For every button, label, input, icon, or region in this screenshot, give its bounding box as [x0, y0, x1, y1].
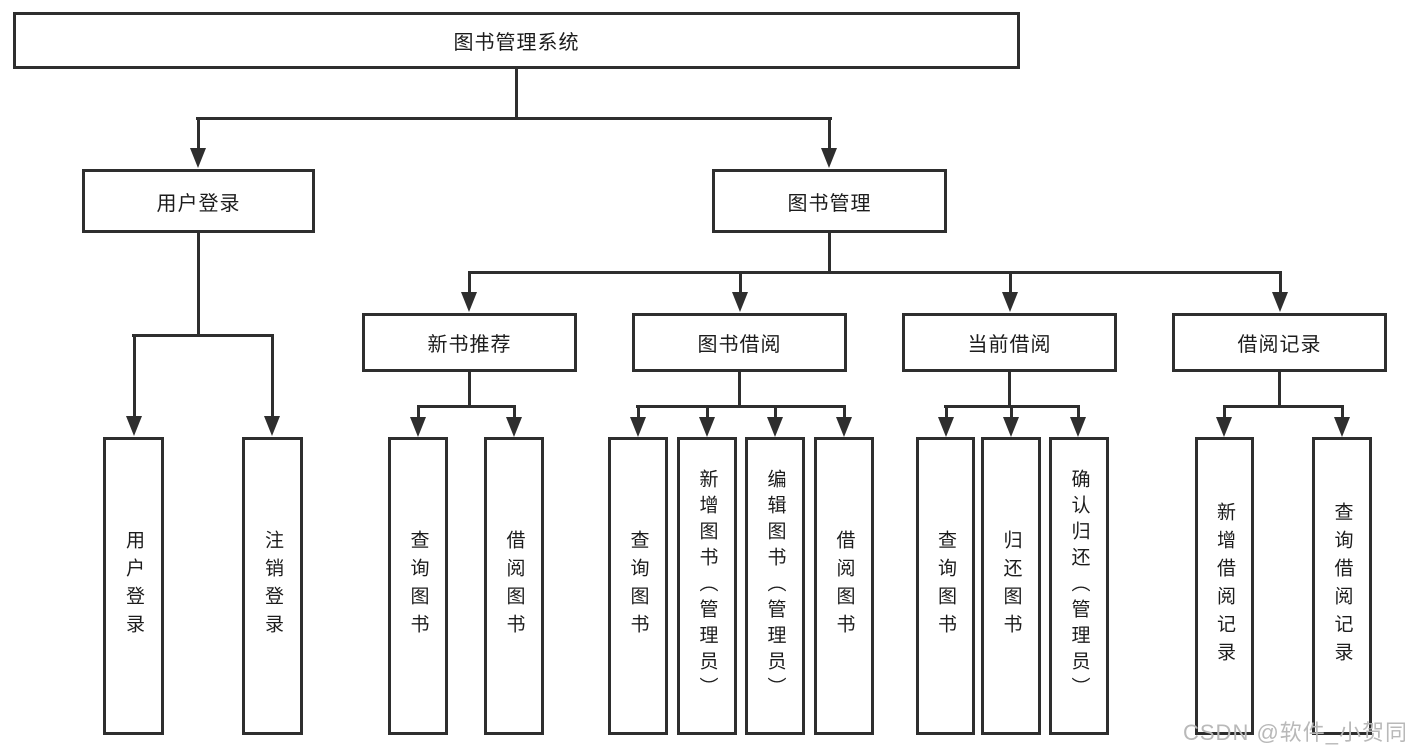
- connector-stem-current-borrowing: [1009, 271, 1012, 293]
- connector-stem-leaf: [945, 405, 948, 418]
- arrowhead-icon: [461, 292, 477, 312]
- node-label: 当前借阅: [967, 334, 1052, 356]
- arrowhead-icon: [821, 148, 837, 168]
- node-label: 图书管理系统: [453, 32, 580, 54]
- connector-book-management-drop: [828, 233, 831, 272]
- connector-stem-book-management: [828, 117, 831, 149]
- node-label: 借阅图书: [833, 530, 855, 642]
- connector-stem-leaf-logout: [271, 334, 274, 417]
- node-new-book-recommendation: 新书推荐: [362, 313, 577, 372]
- arrowhead-icon: [410, 417, 426, 437]
- connector-stem-user-login: [197, 117, 200, 149]
- connector-stem-leaf: [774, 405, 777, 418]
- node-library-management-system: 图书管理系统: [13, 12, 1020, 69]
- node-user-login: 用户登录: [103, 437, 164, 735]
- node-label: 借阅图书: [503, 530, 525, 642]
- connector-root-drop: [515, 69, 518, 118]
- connector-stem-leaf: [1077, 405, 1080, 418]
- node-cb-query-books: 查询图书: [916, 437, 975, 735]
- arrowhead-icon: [1334, 417, 1350, 437]
- node-current-borrowing: 当前借阅: [902, 313, 1117, 372]
- arrowhead-icon: [1070, 417, 1086, 437]
- arrowhead-icon: [1003, 417, 1019, 437]
- node-bb-borrow-books: 借阅图书: [814, 437, 874, 735]
- connector-stem-leaf: [1223, 405, 1226, 418]
- node-cb-return-books: 归还图书: [981, 437, 1041, 735]
- arrowhead-icon: [506, 417, 522, 437]
- node-label: 新书推荐: [427, 334, 512, 356]
- node-label: 借阅记录: [1237, 334, 1322, 356]
- node-br-add-record: 新增借阅记录: [1195, 437, 1254, 735]
- node-label: 新增图书（管理员）: [696, 469, 718, 703]
- arrowhead-icon: [699, 417, 715, 437]
- connector-level2-horizontal: [468, 271, 1281, 274]
- node-label: 图书借阅: [697, 334, 782, 356]
- connector-stem-new-book: [468, 271, 471, 293]
- connector-borrowing-records-drop: [1278, 372, 1281, 406]
- connector-book-borrowing-drop: [738, 372, 741, 406]
- node-label: 查询图书: [407, 530, 429, 642]
- connector-stem-book-borrowing: [739, 271, 742, 293]
- node-label: 图书管理: [787, 192, 872, 215]
- node-label: 查询借阅记录: [1331, 502, 1353, 670]
- connector-stem-leaf: [706, 405, 709, 418]
- connector-stem-leaf: [417, 405, 420, 418]
- node-label: 注销登录: [262, 530, 283, 642]
- connector-level1-horizontal: [196, 117, 832, 120]
- node-label: 编辑图书（管理员）: [764, 469, 786, 703]
- node-cb-confirm-return-admin: 确认归还（管理员）: [1049, 437, 1109, 735]
- connector-stem-leaf: [513, 405, 516, 418]
- node-label: 用户登录: [123, 530, 144, 642]
- node-nb-query-books: 查询图书: [388, 437, 448, 735]
- node-logout: 注销登录: [242, 437, 303, 735]
- watermark-text: CSDN @软件_小贺同学: [1183, 720, 1405, 745]
- node-label: 查询图书: [627, 530, 649, 642]
- node-br-query-record: 查询借阅记录: [1312, 437, 1372, 735]
- node-nb-borrow-books: 借阅图书: [484, 437, 544, 735]
- connector-new-book-horizontal: [417, 405, 516, 408]
- connector-stem-leaf-user-login: [133, 334, 136, 417]
- node-bb-add-books-admin: 新增图书（管理员）: [677, 437, 737, 735]
- arrowhead-icon: [1002, 292, 1018, 312]
- node-book-management-group: 图书管理: [712, 169, 947, 233]
- connector-user-login-drop: [197, 233, 200, 335]
- connector-new-book-drop: [468, 372, 471, 406]
- connector-stem-leaf: [843, 405, 846, 418]
- node-label: 查询图书: [935, 530, 956, 642]
- arrowhead-icon: [190, 148, 206, 168]
- node-bb-query-books: 查询图书: [608, 437, 668, 735]
- arrowhead-icon: [264, 416, 280, 436]
- connector-stem-leaf: [1010, 405, 1013, 418]
- connector-stem-leaf: [1341, 405, 1344, 418]
- node-book-borrowing: 图书借阅: [632, 313, 847, 372]
- connector-user-login-horizontal: [132, 334, 274, 337]
- connector-stem-borrowing-records: [1279, 271, 1282, 293]
- node-borrowing-records: 借阅记录: [1172, 313, 1387, 372]
- arrowhead-icon: [126, 416, 142, 436]
- arrowhead-icon: [767, 417, 783, 437]
- connector-current-borrowing-drop: [1008, 372, 1011, 406]
- connector-stem-leaf: [637, 405, 640, 418]
- arrowhead-icon: [1272, 292, 1288, 312]
- arrowhead-icon: [836, 417, 852, 437]
- arrowhead-icon: [732, 292, 748, 312]
- arrowhead-icon: [1216, 417, 1232, 437]
- node-label: 新增借阅记录: [1214, 502, 1235, 670]
- connector-book-borrowing-horizontal: [636, 405, 845, 408]
- connector-borrowing-records-horizontal: [1223, 405, 1344, 408]
- node-bb-edit-books-admin: 编辑图书（管理员）: [745, 437, 805, 735]
- node-label: 确认归还（管理员）: [1068, 469, 1090, 703]
- arrowhead-icon: [630, 417, 646, 437]
- node-label: 用户登录: [156, 192, 241, 215]
- node-user-login-group: 用户登录: [82, 169, 315, 233]
- arrowhead-icon: [938, 417, 954, 437]
- node-label: 归还图书: [1000, 530, 1022, 642]
